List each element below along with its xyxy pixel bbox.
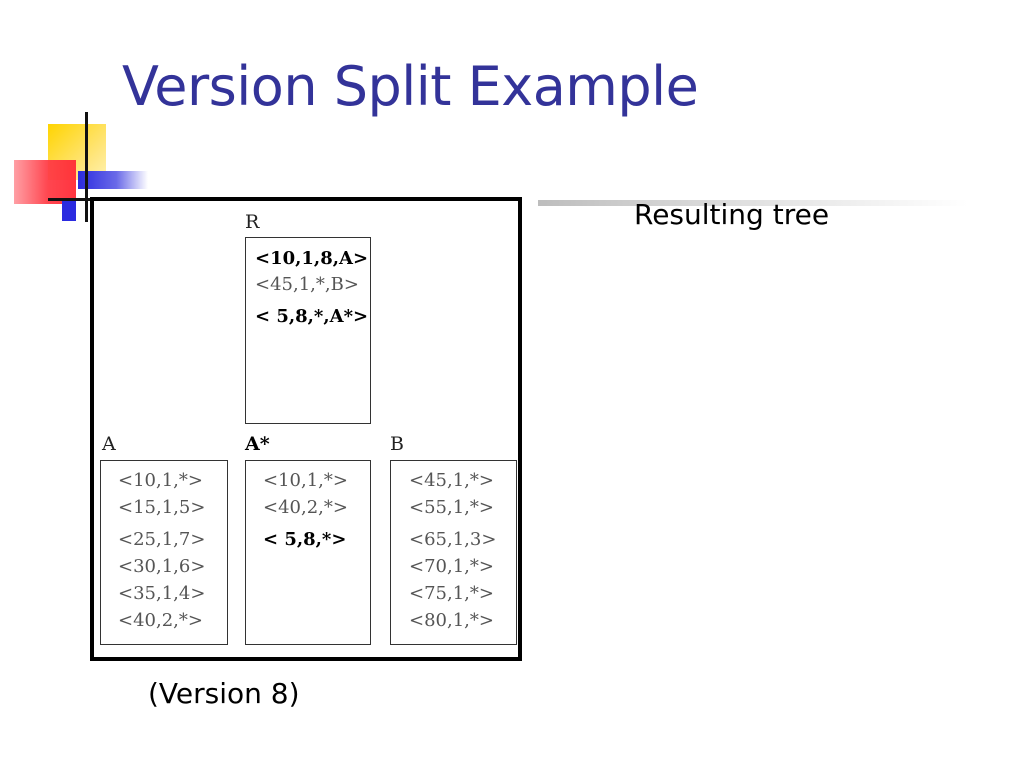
leaf-b-entry-2: <55,1,*> <box>409 497 494 518</box>
leaf-a-entry-5: <35,1,4> <box>118 583 206 604</box>
separator-bar <box>538 200 968 206</box>
leaf-b-entry-1: <45,1,*> <box>409 470 494 491</box>
root-entry-3: < 5,8,*,A*> <box>255 306 369 327</box>
root-entry-2: <45,1,*,B> <box>255 274 359 295</box>
leaf-a-entry-2: <15,1,5> <box>118 497 206 518</box>
horizontal-line-decoration <box>48 198 90 201</box>
root-entry-1: <10,1,8,A> <box>255 248 369 269</box>
slide-title: Version Split Example <box>122 55 699 118</box>
leaf-a-entry-3: <25,1,7> <box>118 529 206 550</box>
leaf-node-b: <45,1,*> <55,1,*> <65,1,3> <70,1,*> <75,… <box>390 460 517 645</box>
leaf-a-star-label: A* <box>245 433 270 455</box>
leaf-a-star-entry-1: <10,1,*> <box>263 470 348 491</box>
vertical-line-decoration <box>85 112 88 222</box>
leaf-node-a: <10,1,*> <15,1,5> <25,1,7> <30,1,6> <35,… <box>100 460 228 645</box>
leaf-a-label: A <box>102 433 116 455</box>
leaf-b-entry-5: <75,1,*> <box>409 583 494 604</box>
root-node: <10,1,8,A> <45,1,*,B> < 5,8,*,A*> <box>245 237 371 424</box>
leaf-a-star-entry-2: <40,2,*> <box>263 497 348 518</box>
leaf-b-label: B <box>390 433 404 455</box>
leaf-a-star-entry-3: < 5,8,*> <box>263 529 347 550</box>
slide-caption: Resulting tree <box>634 198 830 231</box>
blue-square-decoration <box>62 201 76 221</box>
red-square-decoration <box>14 160 76 204</box>
leaf-a-entry-6: <40,2,*> <box>118 610 203 631</box>
version-note: (Version 8) <box>148 677 300 710</box>
tree-diagram: R <10,1,8,A> <45,1,*,B> < 5,8,*,A*> A <1… <box>90 197 522 661</box>
leaf-a-entry-4: <30,1,6> <box>118 556 206 577</box>
leaf-a-entry-1: <10,1,*> <box>118 470 203 491</box>
leaf-node-a-star: <10,1,*> <40,2,*> < 5,8,*> <box>245 460 371 645</box>
leaf-b-entry-4: <70,1,*> <box>409 556 494 577</box>
leaf-b-entry-6: <80,1,*> <box>409 610 494 631</box>
blue-bar-decoration <box>78 171 148 189</box>
root-node-label: R <box>245 211 260 233</box>
leaf-b-entry-3: <65,1,3> <box>409 529 497 550</box>
